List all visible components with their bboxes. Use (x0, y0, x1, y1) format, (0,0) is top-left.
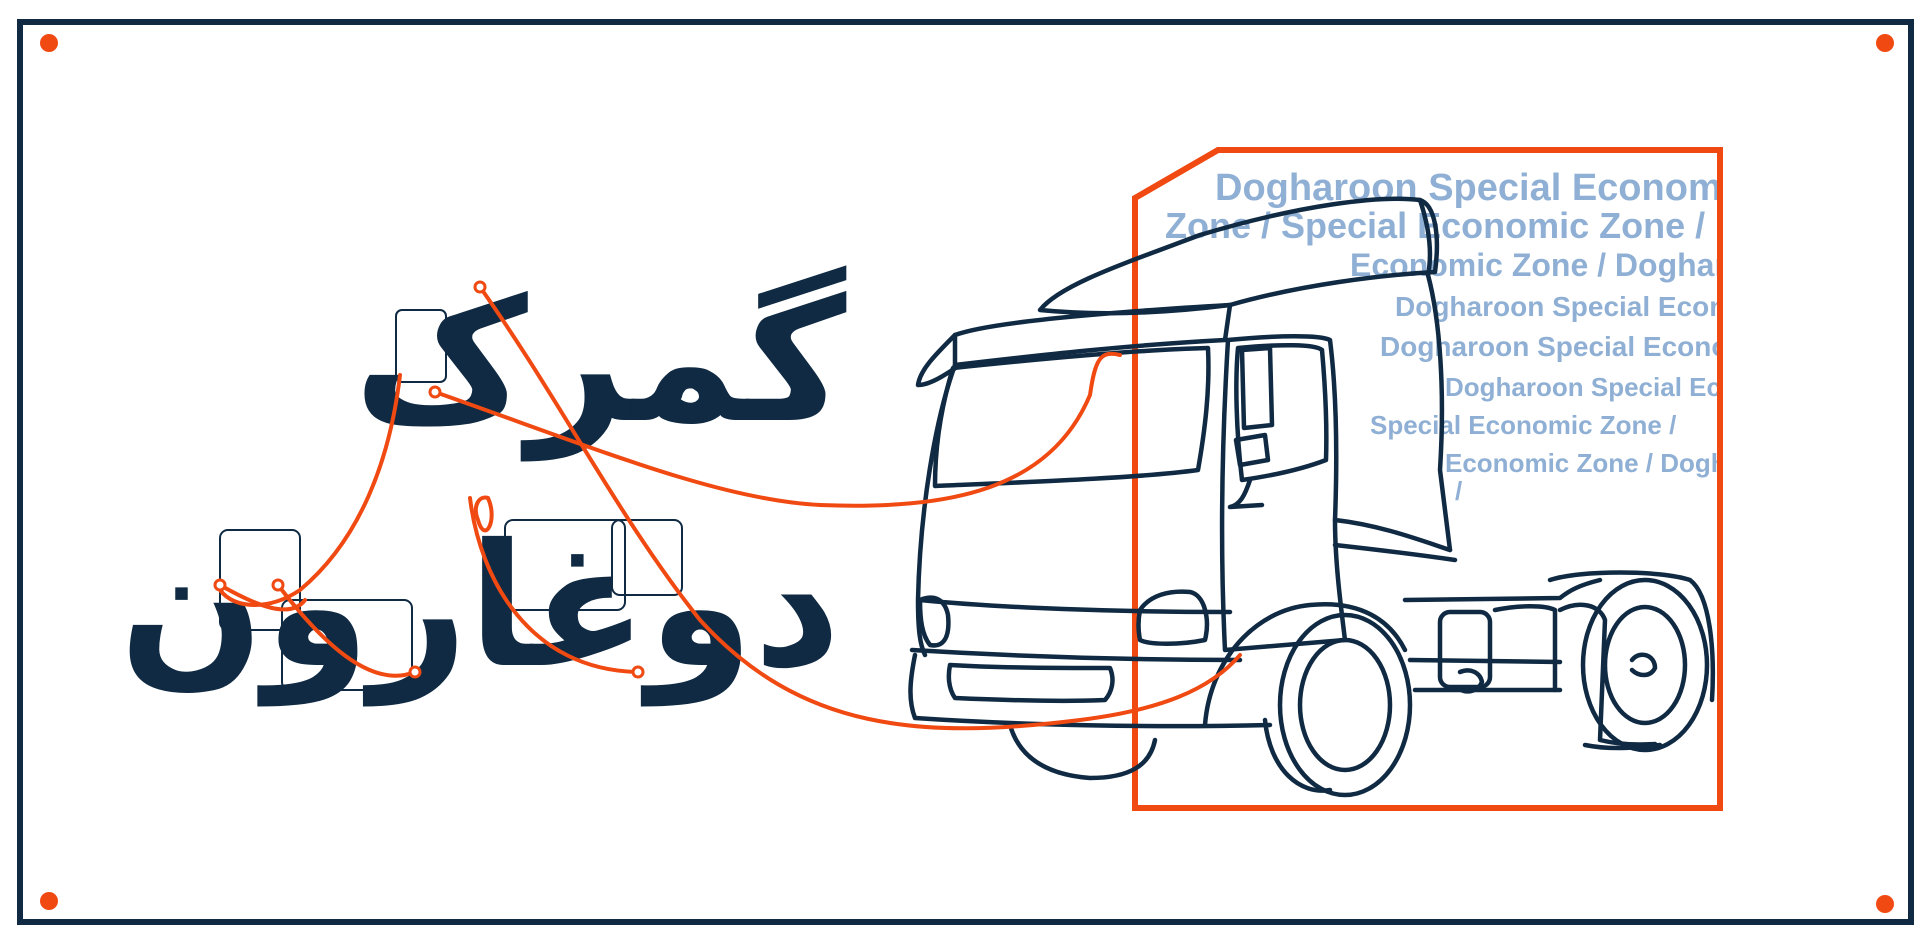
title-glyph-outlines (219, 309, 683, 691)
bg-text-line-4: Dogharoon Special Economic Zone (1395, 291, 1866, 322)
corner-dot-top-left (40, 34, 58, 52)
corner-dot-bottom-right (1876, 895, 1894, 913)
bg-text-line-6: Dogharoon Special Economic (1445, 372, 1813, 402)
outer-frame (17, 19, 1914, 925)
bg-text-line-7: Special Economic Zone / (1370, 410, 1676, 440)
corner-dot-bottom-left (40, 892, 58, 910)
bg-text-line-8: Economic Zone / Dogharoon (1445, 448, 1799, 478)
title-line-customs: گمرک (354, 263, 847, 462)
connector-curves (218, 285, 1242, 731)
bg-text-line-9: / (1455, 476, 1462, 506)
corner-dot-top-right (1876, 34, 1894, 52)
persian-title: گمرک دوغارون (119, 263, 846, 707)
bg-text-line-3: Economic Zone / Dogharoon (1350, 247, 1786, 283)
bg-text-line-1: Dogharoon Special Economic (1215, 167, 1753, 209)
accent-frame (1132, 147, 1723, 811)
bg-text-line-2: Zone / Special Economic Zone / Dogharoon (1165, 205, 1907, 246)
connector-nodes (213, 280, 645, 679)
truck-illustration (908, 196, 1716, 798)
